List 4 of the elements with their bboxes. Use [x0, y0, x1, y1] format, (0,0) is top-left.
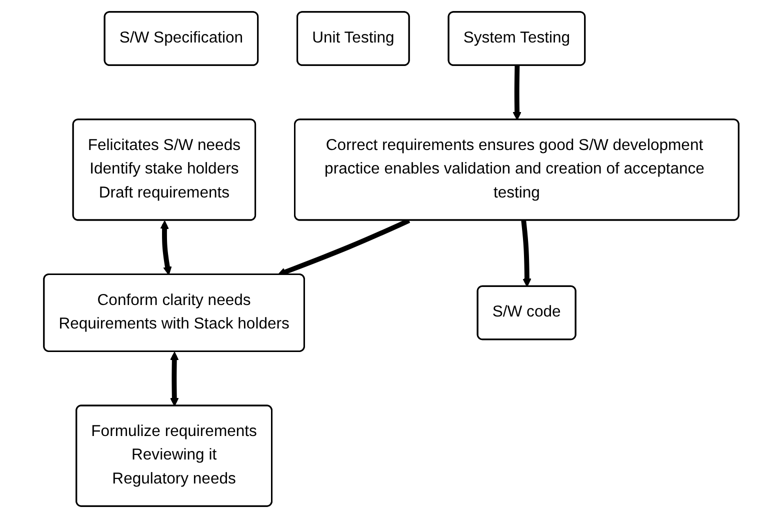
arrow	[160, 220, 172, 276]
arrow	[521, 220, 532, 287]
arrow	[170, 352, 179, 406]
arrow	[512, 66, 522, 120]
